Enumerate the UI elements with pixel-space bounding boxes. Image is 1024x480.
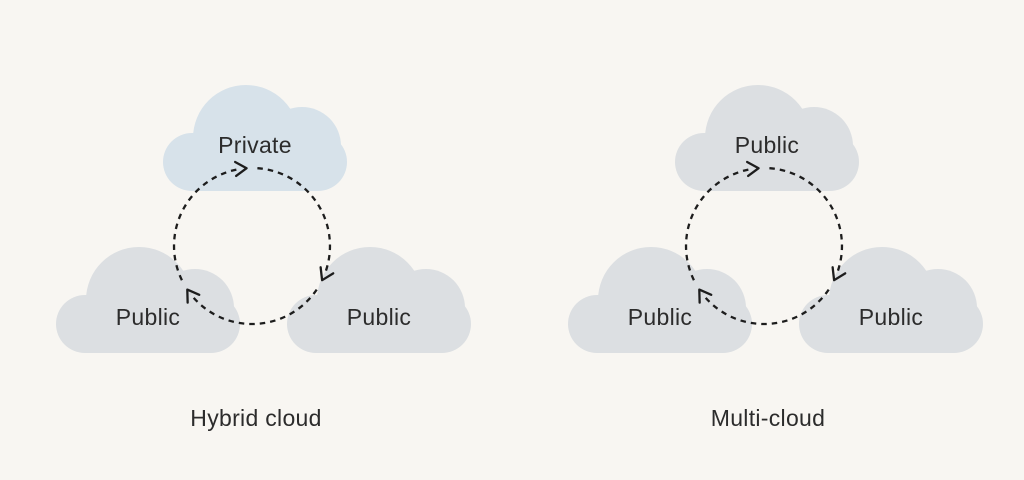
public-cloud-left: Public — [568, 247, 752, 353]
public-cloud-right: Public — [287, 247, 471, 353]
cloud-label: Public — [858, 304, 924, 330]
public-cloud-left: Public — [56, 247, 240, 353]
cloud-label: Public — [346, 304, 412, 330]
cloud-label: Public — [627, 304, 693, 330]
public-cloud-right: Public — [799, 247, 983, 353]
private-cloud: Private — [163, 85, 347, 191]
multi-cloud-diagram: Public Public Public — [512, 0, 1024, 480]
diagram-caption: Multi-cloud — [710, 405, 826, 431]
cloud-base — [287, 295, 471, 353]
public-cloud-top: Public — [675, 85, 859, 191]
diagram-caption: Hybrid cloud — [190, 405, 322, 431]
cloud-label: Private — [218, 132, 292, 158]
cloud-label: Public — [115, 304, 181, 330]
cloud-label: Public — [734, 132, 800, 158]
hybrid-cloud-diagram: Private Public Public — [56, 85, 471, 431]
cloud-base — [799, 295, 983, 353]
